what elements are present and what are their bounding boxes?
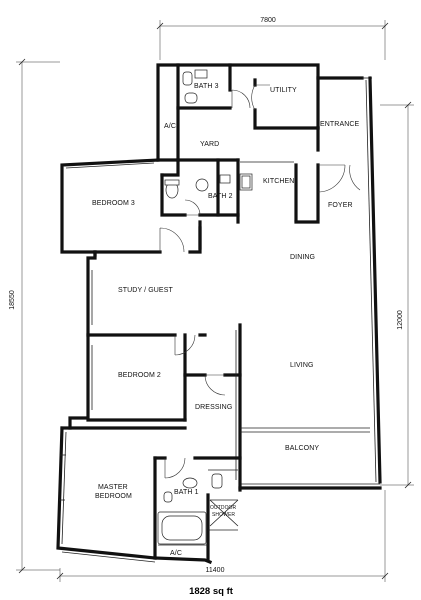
kitchen-label: KITCHEN <box>263 178 294 185</box>
bottom-width-dimension: 11400 <box>206 567 225 574</box>
dining-label: DINING <box>290 254 315 261</box>
fixtures <box>157 69 253 545</box>
outdoor-shower-label-line2: SHOWER <box>212 512 235 518</box>
bath3-label: BATH 3 <box>194 83 219 90</box>
bath1-label: BATH 1 <box>174 489 199 496</box>
dimension-lines <box>16 20 414 582</box>
living-label: LIVING <box>290 362 314 369</box>
exterior-walls <box>56 63 382 565</box>
total-area-label: 1828 sq ft <box>189 586 234 597</box>
yard-label: YARD <box>200 141 219 148</box>
interior-walls <box>59 63 370 562</box>
doors <box>159 84 361 479</box>
master-bedroom-label-line2: BEDROOM <box>95 493 132 500</box>
bedroom2-label: BEDROOM 2 <box>118 372 161 379</box>
outdoor-shower-label-line1: OUTDOOR <box>210 505 237 511</box>
balcony-label: BALCONY <box>285 445 319 452</box>
ac-top-label: A/C <box>164 123 176 130</box>
bedroom3-label: BEDROOM 3 <box>92 200 135 207</box>
left-height-dimension: 18550 <box>9 290 16 310</box>
study-label: STUDY / GUEST <box>118 287 173 294</box>
top-width-dimension: 7800 <box>260 17 276 24</box>
utility-label: UTILITY <box>270 87 297 94</box>
master-bedroom-label-line1: MASTER <box>98 484 128 491</box>
right-height-dimension: 12000 <box>397 310 404 330</box>
foyer-label: FOYER <box>328 202 353 209</box>
dressing-label: DRESSING <box>195 404 232 411</box>
entrance-label: ENTRANCE <box>320 121 360 128</box>
bath2-label: BATH 2 <box>208 193 233 200</box>
ac-bottom-label: A/C <box>170 550 182 557</box>
